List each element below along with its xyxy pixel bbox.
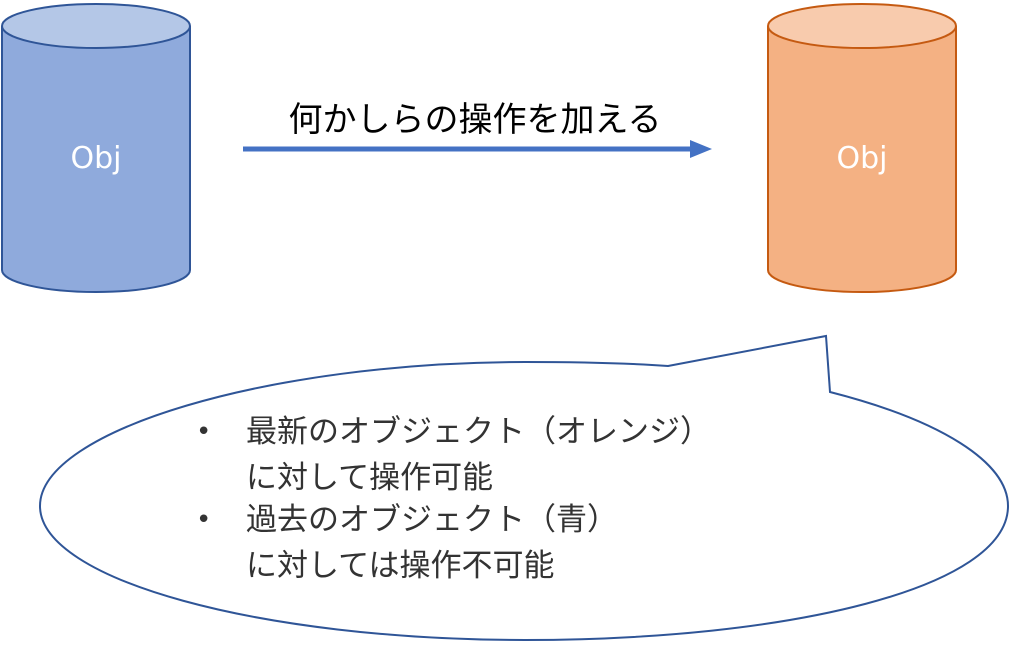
- callout-item-line2: に対して操作可能: [246, 460, 493, 496]
- new-object-body-outline: [767, 26, 957, 293]
- old-object-top-outline: [1, 3, 191, 49]
- callout-item-line1: 最新のオブジェクト（オレンジ）: [246, 414, 711, 450]
- callout-item: • 過去のオブジェクト（青） に対しては操作不可能: [196, 502, 618, 584]
- callout-item: • 最新のオブジェクト（オレンジ） に対して操作可能: [196, 414, 711, 496]
- callout-item-line2: に対しては操作不可能: [246, 548, 554, 584]
- old-object-body: [2, 26, 190, 292]
- new-object-top-outline: [767, 3, 957, 49]
- arrow-label: 何かしらの操作を加える: [289, 100, 662, 140]
- old-object-cylinder[interactable]: Obj: [0, 3, 191, 293]
- callout-bubble: • 最新のオブジェクト（オレンジ） に対して操作可能 • 過去のオブジェクト（青…: [38, 334, 1010, 642]
- bullet-marker: •: [196, 505, 211, 535]
- old-object-top: [2, 4, 190, 48]
- callout-item-line1: 過去のオブジェクト（青）: [246, 502, 618, 538]
- callout-outline: [38, 334, 1010, 642]
- old-object-label: Obj: [71, 141, 122, 176]
- new-object-top: [768, 4, 956, 48]
- old-object-body-outline: [0, 26, 191, 293]
- new-object-label: Obj: [837, 141, 888, 176]
- arrow-head: [690, 140, 712, 158]
- transform-arrow: 何かしらの操作を加える: [243, 100, 712, 158]
- bullet-marker: •: [196, 417, 211, 447]
- new-object-cylinder[interactable]: Obj: [767, 3, 957, 293]
- new-object-body: [768, 26, 956, 292]
